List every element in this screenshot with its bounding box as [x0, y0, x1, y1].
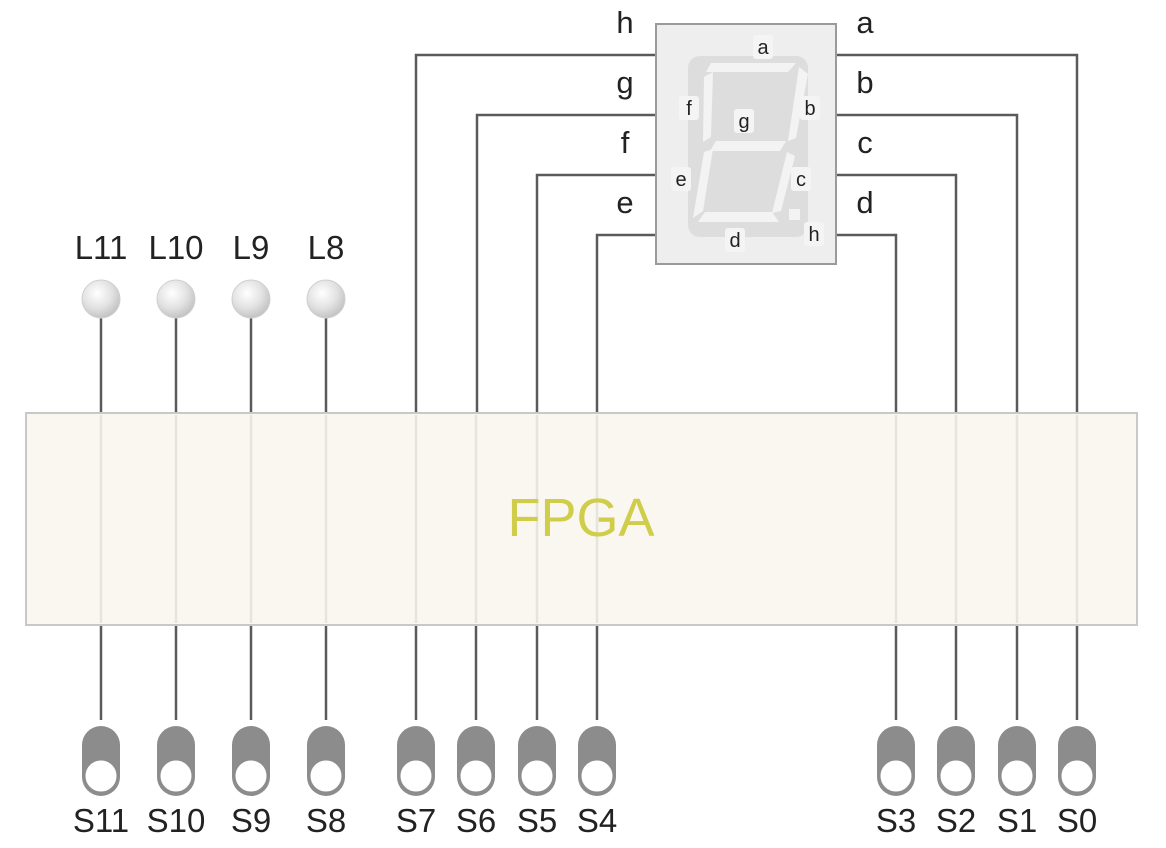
segment-g	[710, 141, 786, 151]
wire-seg-h	[414, 53, 656, 413]
segment-tag-bg	[791, 167, 811, 191]
led-label: L10	[148, 229, 203, 266]
switch-s7[interactable]	[397, 726, 435, 796]
seg-pin-label-h: h	[616, 5, 633, 40]
led-l9	[231, 279, 271, 319]
switch-s6[interactable]	[457, 726, 495, 796]
segment-d	[698, 212, 779, 222]
switch-knob[interactable]	[159, 759, 193, 793]
wire-seg-b	[836, 113, 1019, 413]
switch-label: S2	[936, 802, 976, 839]
segment-tag-h: h	[808, 224, 819, 246]
segment-e	[693, 149, 713, 218]
switch-knob[interactable]	[879, 759, 913, 793]
led-l11	[81, 279, 121, 319]
seg-pin-label-b: b	[856, 65, 873, 100]
segment-tag-bg	[804, 222, 824, 246]
switch-knob[interactable]	[520, 759, 554, 793]
segment-tag-bg	[800, 96, 820, 120]
segment-c	[772, 152, 795, 213]
switch-s8[interactable]	[307, 726, 345, 796]
switch-group: S11 S10 S9 S8 S7 S6 S5 S4 S3 S2 S1 S0	[73, 726, 1097, 839]
led-label: L11	[75, 229, 128, 266]
switch-s3[interactable]	[877, 726, 915, 796]
wire-seg-e	[595, 233, 656, 413]
segment-tag-bg	[725, 228, 745, 252]
segment-tag-a: a	[757, 37, 769, 59]
switch-label: S1	[997, 802, 1037, 839]
switch-knob[interactable]	[234, 759, 268, 793]
switch-knob[interactable]	[1000, 759, 1034, 793]
fpga-internal-traces	[99, 415, 1079, 623]
fpga-label: FPGA	[507, 488, 654, 548]
switch-s11[interactable]	[82, 726, 120, 796]
segment-tag-g: g	[738, 111, 749, 133]
switch-s4[interactable]	[578, 726, 616, 796]
switch-knob[interactable]	[1060, 759, 1094, 793]
segment-tag-bg	[753, 35, 773, 59]
switch-knob[interactable]	[459, 759, 493, 793]
fpga-block	[25, 412, 1138, 626]
seg-pin-label-a: a	[856, 5, 874, 40]
segment-tag-bg	[679, 96, 699, 120]
wire-seg-d	[836, 233, 898, 413]
wire-seg-a	[836, 53, 1079, 413]
segment-tag-e: e	[675, 169, 686, 191]
switch-label: S8	[306, 802, 346, 839]
segment-f	[703, 72, 713, 142]
switch-knob[interactable]	[939, 759, 973, 793]
led-label: L8	[308, 229, 345, 266]
segment-dp	[789, 209, 800, 220]
switch-label: S11	[73, 802, 129, 839]
switch-label: S0	[1057, 802, 1097, 839]
switch-s10[interactable]	[157, 726, 195, 796]
switch-s2[interactable]	[937, 726, 975, 796]
switch-label: S9	[231, 802, 271, 839]
switch-s1[interactable]	[998, 726, 1036, 796]
segment-tag-bg	[671, 167, 691, 191]
wire-seg-c	[836, 173, 958, 413]
switch-label: S7	[396, 802, 436, 839]
led-group: L11 L10 L9 L8	[75, 229, 346, 319]
seg-pin-label-d: d	[856, 185, 873, 220]
segment-b	[788, 67, 808, 141]
switch-knob[interactable]	[580, 759, 614, 793]
switch-label: S4	[577, 802, 617, 839]
segment-tag-f: f	[686, 98, 692, 120]
switch-knob[interactable]	[399, 759, 433, 793]
switch-s0[interactable]	[1058, 726, 1096, 796]
switch-s9[interactable]	[232, 726, 270, 796]
segment-tag-d: d	[729, 230, 740, 252]
switch-label: S3	[876, 802, 916, 839]
led-label: L9	[233, 229, 270, 266]
switch-s5[interactable]	[518, 726, 556, 796]
led-l8	[306, 279, 346, 319]
wire-seg-f	[535, 173, 656, 413]
wires	[99, 53, 1079, 720]
switch-label: S6	[456, 802, 496, 839]
seg-pin-label-g: g	[616, 65, 633, 100]
switch-knob[interactable]	[309, 759, 343, 793]
segment-tag-b: b	[804, 98, 815, 120]
switch-label: S5	[517, 802, 557, 839]
led-l10	[156, 279, 196, 319]
switch-label: S10	[147, 802, 206, 839]
segment-tag-bg	[734, 109, 754, 133]
seg-pin-label-f: f	[621, 125, 630, 160]
segment-a	[706, 63, 796, 72]
wire-seg-g	[475, 113, 656, 413]
seg-pin-label-e: e	[616, 185, 633, 220]
switch-knob[interactable]	[84, 759, 118, 793]
seg-pin-label-c: c	[857, 125, 873, 160]
segment-tags: a b c d e f g h	[671, 35, 824, 252]
segment-tag-c: c	[796, 169, 806, 191]
